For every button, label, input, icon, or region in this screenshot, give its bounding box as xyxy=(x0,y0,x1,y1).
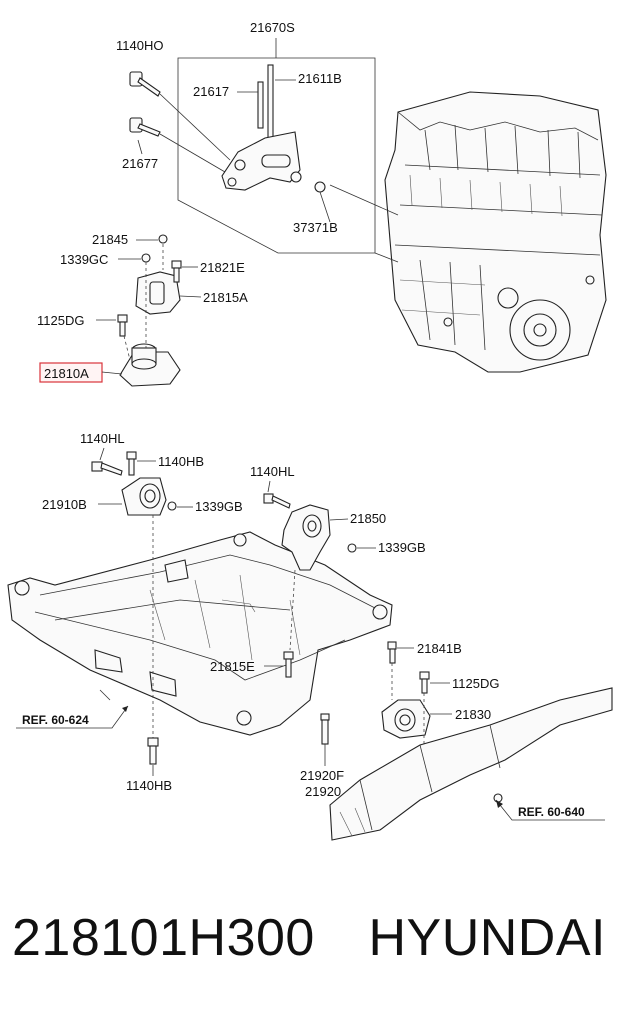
label-1140hl-mid: 1140HL xyxy=(250,464,295,479)
engine-mount-group: 21845 1339GC 21821E 21815A 1125DG 21810A xyxy=(37,232,248,387)
bolt-1140hb-top xyxy=(126,451,137,476)
part-number: 218101H300 xyxy=(12,909,315,967)
label-21617: 21617 xyxy=(193,84,229,99)
label-21815e: 21815E xyxy=(210,659,255,674)
side-rail xyxy=(329,687,613,841)
exploded-parts-diagram: 1140HO 21670S 21617 21611B 21677 37371B xyxy=(7,20,613,841)
label-1140hb-bottom: 1140HB xyxy=(126,778,172,793)
bolt-21821e xyxy=(171,260,182,283)
mount-21810a xyxy=(119,343,181,387)
label-1339gc: 1339GC xyxy=(60,252,108,267)
mount-21850 xyxy=(281,504,331,571)
nut-1339gc xyxy=(141,253,151,263)
label-21611b: 21611B xyxy=(298,71,342,86)
label-37371b: 37371B xyxy=(293,220,338,235)
label-1339gb-left: 1339GB xyxy=(195,499,243,514)
mount-21910b xyxy=(121,477,167,516)
mount-21910b-group: 1140HL 1140HB 21910B 1339GB xyxy=(42,431,243,745)
ref-60-624: REF. 60-624 xyxy=(22,713,89,727)
subframe xyxy=(7,531,393,736)
label-21910b: 21910B xyxy=(42,497,87,512)
label-21810a: 21810A xyxy=(44,366,89,381)
transmission-mount-group: 21841B 1125DG 21830 xyxy=(329,641,613,841)
label-21815a: 21815A xyxy=(203,290,248,305)
mount-21850-group: 1140HL 21850 1339GB 21815E xyxy=(210,464,426,678)
label-1339gb-right: 1339GB xyxy=(378,540,426,555)
brand-name: HYUNDAI xyxy=(368,909,606,967)
footer: 218101H300 HYUNDAI xyxy=(0,900,620,980)
label-21850: 21850 xyxy=(350,511,386,526)
bolt-21920f xyxy=(320,713,330,745)
arrow-icon xyxy=(496,800,503,808)
label-21841b: 21841B xyxy=(417,641,462,656)
bolt-1140hl-mid xyxy=(263,493,291,509)
label-1140hl-left: 1140HL xyxy=(80,431,125,446)
stud-21617 xyxy=(257,81,264,129)
bolt-1140ho xyxy=(129,71,161,97)
bracket-21815a xyxy=(135,271,181,315)
upper-bracket-group: 1140HO 21670S 21617 21611B 21677 37371B xyxy=(116,20,399,263)
nut-21845 xyxy=(158,234,168,244)
label-21845: 21845 xyxy=(92,232,128,247)
bolt-1125dg-bottom xyxy=(419,671,430,694)
arrow-icon xyxy=(122,706,128,712)
label-21677: 21677 xyxy=(122,156,158,171)
nut-37371b xyxy=(314,181,326,193)
bolt-21677 xyxy=(129,117,161,137)
label-21920: 21920 xyxy=(305,784,341,799)
label-21920f: 21920F xyxy=(300,768,344,783)
label-1125dg-top: 1125DG xyxy=(37,313,84,328)
bolt-21815e xyxy=(283,651,294,678)
nut-1339gb-right xyxy=(347,543,357,553)
label-21821e: 21821E xyxy=(200,260,245,275)
stud-21611b xyxy=(267,64,274,146)
bolt-1140hl-left xyxy=(91,461,123,476)
ref-60-640: REF. 60-640 xyxy=(518,805,585,819)
label-21670s: 21670S xyxy=(250,20,295,35)
label-1125dg-bottom: 1125DG xyxy=(452,676,499,691)
label-21830: 21830 xyxy=(455,707,491,722)
highlight-box xyxy=(39,362,103,383)
label-1140ho: 1140HO xyxy=(116,38,163,53)
bolt-1125dg-top xyxy=(117,314,128,337)
bolt-1140hb-bottom xyxy=(147,737,159,765)
engine-block xyxy=(384,91,607,373)
bracket-21670s xyxy=(221,131,302,191)
label-1140hb-top: 1140HB xyxy=(158,454,204,469)
mount-21830 xyxy=(381,699,431,739)
nut-1339gb-left xyxy=(167,501,177,511)
bolt-21841b xyxy=(387,641,397,664)
